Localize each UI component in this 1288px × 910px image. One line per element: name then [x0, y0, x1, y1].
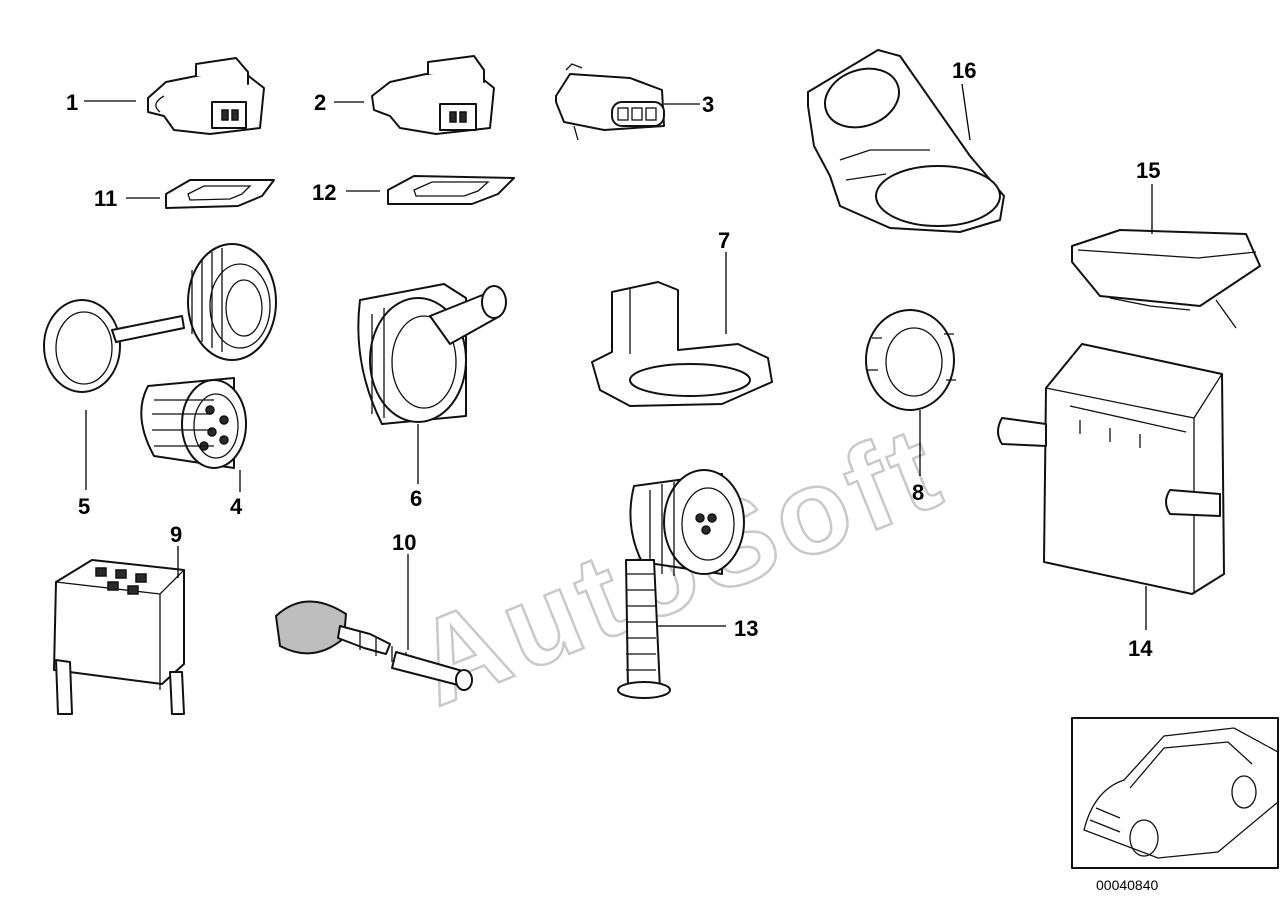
part-10-cap: [274, 600, 473, 691]
image-id: 00040840: [1096, 877, 1159, 893]
callout-16: 16: [952, 58, 976, 83]
callout-6: 6: [410, 486, 422, 511]
part-9-relay-socket: [53, 559, 185, 715]
callout-14: 14: [1128, 636, 1153, 661]
part-4-round-connector: [140, 377, 247, 469]
callout-9: 9: [170, 522, 182, 547]
knurled-coupling-ring: [187, 243, 277, 361]
callout-8: 8: [912, 480, 924, 505]
callout-5: 5: [78, 494, 90, 519]
callout-12: 12: [312, 180, 336, 205]
part-15-cover: [1071, 229, 1261, 329]
part-5-seal-ring: [43, 299, 185, 393]
part-2-connector: [371, 55, 495, 135]
part-1-connector: [147, 57, 265, 135]
part-3-connector: [555, 63, 665, 141]
callout-4: 4: [230, 494, 243, 519]
part-16-bracket: [807, 49, 1005, 233]
part-13-cable-connector: [617, 469, 745, 699]
part-7-bracket: [591, 281, 773, 407]
part-14-box: [997, 343, 1225, 595]
part-8-nut-ring: [865, 309, 956, 411]
callout-2: 2: [314, 90, 326, 115]
callout-11: 11: [94, 186, 117, 211]
part-11-gasket: [165, 179, 275, 209]
callout-7: 7: [718, 228, 730, 253]
callout-10: 10: [392, 530, 416, 555]
callout-15: 15: [1136, 158, 1160, 183]
part-12-gasket: [387, 175, 515, 205]
reference-car-thumbnail: [1071, 717, 1279, 869]
part-6-grommet: [357, 283, 507, 425]
callout-labels: 1 2 3 4 5 6 7 8 9 10 11 12 13 14 15 16: [66, 58, 1160, 661]
leader-lines: [84, 83, 1153, 650]
callout-13: 13: [734, 616, 758, 641]
callout-1: 1: [66, 90, 78, 115]
callout-3: 3: [702, 92, 714, 117]
